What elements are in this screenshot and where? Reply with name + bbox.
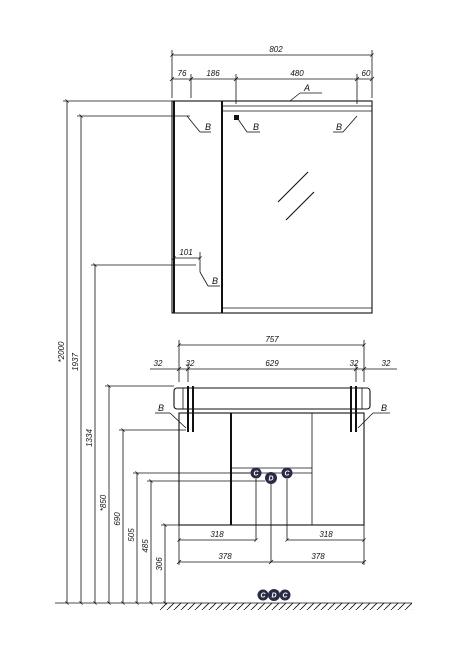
mirror-glare-line-2 bbox=[285, 191, 315, 221]
shelf-depth-dimension: 101 bbox=[172, 248, 202, 272]
dim-height-505: 505 bbox=[127, 528, 136, 542]
dim-shelf-depth: 101 bbox=[179, 248, 192, 257]
label-b: B bbox=[158, 403, 164, 413]
label-b: B bbox=[336, 122, 342, 132]
dim-half-left-outer: 378 bbox=[218, 552, 232, 561]
marker-c-right bbox=[281, 467, 293, 479]
vanity-unit bbox=[173, 386, 371, 526]
dim-half-left-inner: 318 bbox=[210, 530, 224, 539]
vanity-top-dimensions: 757 32 32 629 32 32 bbox=[150, 335, 397, 382]
label-a-leader: A bbox=[289, 83, 322, 102]
floor bbox=[55, 602, 412, 610]
label-c: C bbox=[260, 593, 266, 600]
vanity-bottom-dimensions: 318 318 378 378 bbox=[179, 525, 364, 565]
floor-markers: C D C bbox=[257, 589, 291, 601]
dim-end-right-outer: 32 bbox=[382, 359, 391, 368]
mirror-cabinet bbox=[171, 100, 373, 314]
dim-mirror-width: 480 bbox=[290, 69, 304, 78]
connection-markers: C D C bbox=[250, 467, 293, 562]
dim-vanity-width: 757 bbox=[265, 335, 279, 344]
floor-marker-c-right bbox=[279, 589, 291, 601]
dim-end-left-outer: 32 bbox=[154, 359, 163, 368]
label-b: B bbox=[253, 122, 259, 132]
leader-line bbox=[169, 412, 187, 429]
dim-rail-span: 629 bbox=[265, 359, 279, 368]
dim-height-top: 1937 bbox=[71, 353, 80, 371]
leader-line bbox=[289, 92, 301, 102]
dim-end-right-inner: 32 bbox=[350, 359, 359, 368]
switch-marker bbox=[234, 115, 239, 120]
floor-marker-c-left bbox=[257, 589, 269, 601]
mirror-cabinet-outline bbox=[171, 100, 373, 314]
dim-cabinet-width: 186 bbox=[206, 69, 220, 78]
leader-line bbox=[237, 118, 248, 133]
dim-right-offset: 60 bbox=[362, 69, 371, 78]
dim-total-width: 802 bbox=[269, 45, 283, 54]
leader-line bbox=[357, 412, 374, 429]
label-a: A bbox=[303, 83, 310, 93]
leader-line bbox=[186, 115, 201, 133]
upper-b-leaders: B B B B bbox=[186, 115, 358, 287]
floor-hatch bbox=[160, 603, 412, 610]
floor-marker-d bbox=[268, 589, 280, 601]
label-c: C bbox=[253, 471, 259, 478]
vanity-body bbox=[178, 412, 365, 526]
mirror-glare-line-1 bbox=[277, 171, 309, 203]
label-c: C bbox=[284, 471, 290, 478]
dim-half-right-inner: 318 bbox=[319, 530, 333, 539]
basin-top bbox=[173, 387, 371, 410]
label-b: B bbox=[205, 122, 211, 132]
label-d: D bbox=[268, 476, 273, 483]
label-d: D bbox=[271, 593, 276, 600]
dim-height-counter: *850 bbox=[99, 494, 108, 511]
marker-c-left bbox=[250, 467, 262, 479]
dim-height-shelf: 1334 bbox=[85, 429, 94, 447]
dim-height-306: 306 bbox=[155, 557, 164, 571]
lower-b-leaders: B B bbox=[155, 403, 390, 429]
marker-d bbox=[265, 472, 277, 484]
height-dimensions: *2000 1937 1334 *850 690 505 485 306 bbox=[57, 99, 265, 605]
top-dimensions: 802 76 186 480 60 bbox=[172, 45, 372, 104]
label-c: C bbox=[282, 593, 288, 600]
label-b: B bbox=[212, 276, 218, 286]
leader-line bbox=[342, 115, 358, 133]
label-b: B bbox=[381, 403, 387, 413]
leader-line bbox=[199, 271, 209, 287]
dim-height-total: *2000 bbox=[57, 341, 66, 362]
dim-height-485: 485 bbox=[141, 539, 150, 553]
dim-end-left-inner: 32 bbox=[186, 359, 195, 368]
dim-half-right-outer: 378 bbox=[311, 552, 325, 561]
dim-height-690: 690 bbox=[113, 512, 122, 526]
dim-left-offset: 76 bbox=[178, 69, 187, 78]
